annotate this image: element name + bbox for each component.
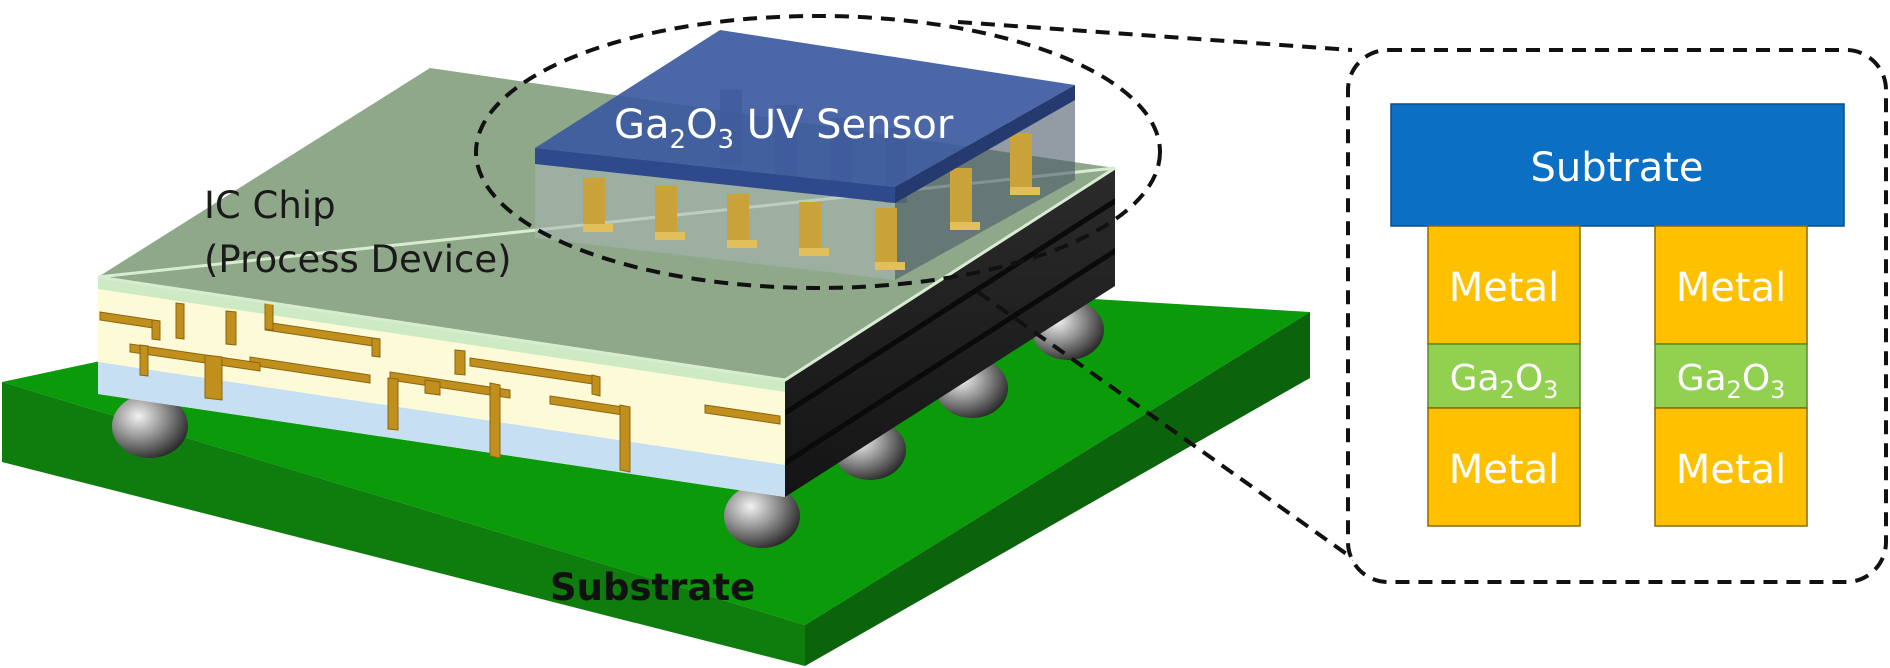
sensor-top-right-edge	[895, 85, 1075, 203]
chip-right-face	[785, 168, 1115, 497]
solder-ball	[724, 484, 800, 548]
chip-front-blue-band	[98, 362, 785, 497]
pillar	[950, 168, 972, 223]
trace	[387, 377, 399, 431]
sensor-top-plate	[535, 30, 1075, 187]
detail-substrate-block	[1390, 103, 1845, 227]
base-substrate-label: Substrate	[550, 566, 755, 609]
trace	[151, 319, 161, 341]
trace	[371, 337, 381, 358]
trace	[454, 349, 466, 376]
pillar	[655, 232, 685, 240]
left-top-metal-label: Metal	[1449, 265, 1559, 311]
pillar	[1010, 133, 1032, 188]
ic-chip-label: IC Chip	[204, 184, 336, 227]
zoom-ellipse	[474, 14, 1162, 290]
right-top-metal	[1654, 225, 1808, 345]
trace	[225, 310, 237, 346]
callout-line-bottom	[976, 290, 1357, 562]
chip-right-stripe	[785, 198, 1115, 416]
trace	[389, 371, 511, 399]
interconnect-traces	[99, 299, 781, 473]
sensor-top-front-edge	[535, 148, 895, 203]
pillar	[727, 194, 749, 242]
trace	[619, 404, 631, 473]
chip-right-stripe	[785, 248, 1115, 466]
right-oxide-label: Ga2O3	[1677, 358, 1786, 404]
left-bottom-metal-label: Metal	[1449, 447, 1559, 493]
pillar	[583, 224, 613, 232]
trace	[204, 354, 223, 401]
trace	[175, 302, 185, 340]
cross-section-panel: Subtrate Metal Ga2O3 Metal Metal Ga2O3 M…	[1346, 48, 1888, 584]
trace	[591, 374, 601, 397]
pillar	[799, 248, 829, 256]
left-top-metal	[1427, 225, 1581, 345]
pillar	[875, 262, 905, 270]
left-contact-stack: Metal Ga2O3 Metal	[1427, 225, 1581, 527]
right-oxide-layer	[1654, 343, 1808, 409]
right-bottom-metal	[1654, 407, 1808, 527]
callout-line-top	[957, 20, 1353, 52]
left-bottom-metal	[1427, 407, 1581, 527]
pillar	[799, 202, 821, 250]
trace	[704, 404, 781, 425]
trace	[139, 344, 149, 377]
sensor-front-pillars	[583, 133, 1040, 270]
solder-ball	[112, 394, 188, 458]
trace	[489, 382, 501, 459]
pillar	[655, 186, 677, 234]
pillar	[1010, 187, 1040, 195]
pillar	[875, 208, 897, 263]
pillar	[583, 178, 605, 226]
pillar	[950, 222, 980, 230]
pillar	[727, 240, 757, 248]
detail-substrate-label: Subtrate	[1530, 145, 1703, 191]
ic-chip-sublabel: (Process Device)	[204, 238, 512, 281]
right-bottom-metal-label: Metal	[1676, 447, 1786, 493]
left-oxide-layer	[1427, 343, 1581, 409]
right-contact-stack: Metal Ga2O3 Metal	[1654, 225, 1808, 527]
board-front-face	[2, 382, 805, 666]
left-oxide-label: Ga2O3	[1450, 358, 1559, 404]
uv-sensor: Ga2O3 UV Sensor	[535, 30, 1075, 280]
sensor-label: Ga2O3 UV Sensor	[614, 102, 954, 155]
board-right-face	[805, 312, 1310, 666]
right-top-metal-label: Metal	[1676, 265, 1786, 311]
trace	[424, 379, 441, 396]
